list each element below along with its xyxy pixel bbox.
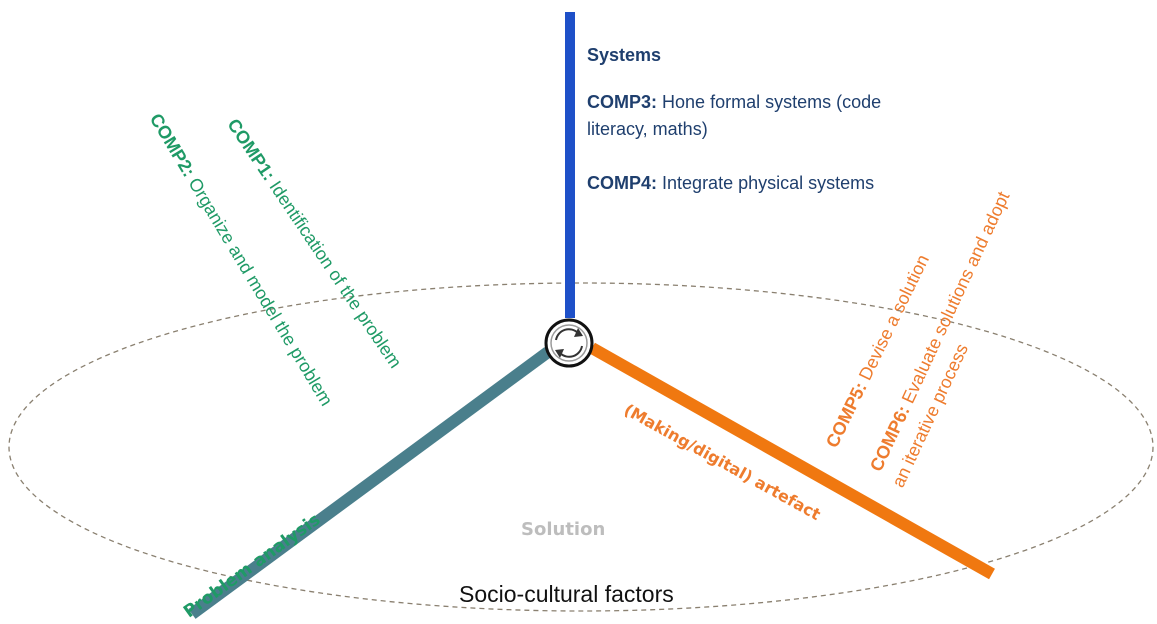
solution-label: Solution (521, 519, 606, 540)
artefact-axis (589, 342, 995, 580)
comp3-text: Hone formal systems (code (662, 92, 882, 112)
socio-cultural-ellipse (8, 282, 1154, 612)
comp4-text: Integrate physical systems (662, 173, 875, 193)
comp4-line: COMP4: Integrate physical systems (587, 170, 874, 196)
systems-title-text: Systems (587, 45, 662, 65)
systems-title: Systems (587, 42, 661, 68)
comp3-text-2: literacy, maths) (587, 119, 708, 139)
socio-cultural-label: Socio-cultural factors (459, 581, 674, 607)
comp3-code: COMP3: (587, 92, 658, 112)
cycle-icon (544, 318, 594, 368)
problem-analysis-axis (188, 347, 552, 619)
comp4-code: COMP4: (587, 173, 658, 193)
comp3-line-2: literacy, maths) (587, 116, 708, 142)
comp3-line: COMP3: Hone formal systems (code (587, 89, 881, 115)
